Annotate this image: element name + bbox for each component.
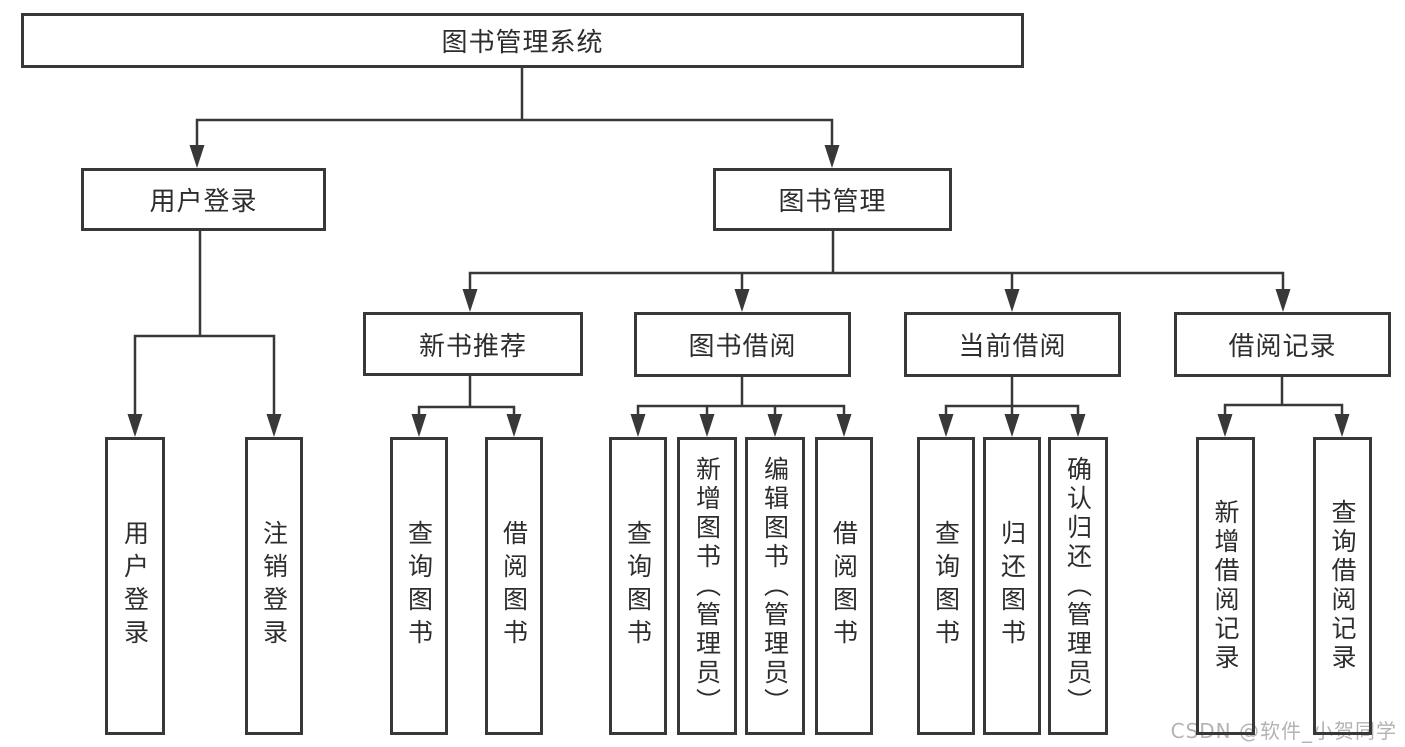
connector-user-login [133, 231, 276, 433]
leaf-login-user-login: 用户登录 [105, 437, 165, 735]
arrowhead [1275, 289, 1291, 312]
arrowhead [836, 414, 852, 437]
connector-book-borrowing [636, 377, 846, 433]
leaf-label: 查询图书 [404, 520, 434, 652]
node-book-borrowing: 图书借阅 [634, 312, 851, 377]
leaf-borrowing-add-book-admin: 新增图书（管理员） [677, 437, 737, 735]
arrowhead [938, 414, 954, 437]
node-library-management-system: 图书管理系统 [21, 13, 1024, 68]
leaf-label: 借阅图书 [829, 520, 859, 652]
arrowhead [767, 414, 783, 437]
arrowhead [1004, 289, 1020, 312]
arrowhead [699, 414, 715, 437]
arrowhead [462, 289, 478, 312]
connector-root [195, 68, 834, 164]
connector-borrowing-records [1223, 377, 1344, 433]
leaf-recommend-borrow-book: 借阅图书 [485, 437, 543, 735]
arrowhead [1334, 414, 1350, 437]
leaf-label: 确认归还（管理员） [1063, 455, 1093, 717]
leaf-current-confirm-return-admin: 确认归还（管理员） [1048, 437, 1108, 735]
arrowhead [411, 414, 427, 437]
watermark: CSDN @软件_小贺同学 [1170, 719, 1397, 743]
node-current-borrowing: 当前借阅 [904, 312, 1121, 377]
arrowhead [266, 414, 282, 437]
node-book-management: 图书管理 [713, 168, 952, 231]
arrowhead [1217, 414, 1233, 437]
leaf-current-query-book: 查询图书 [917, 437, 975, 735]
leaf-records-add-record: 新增借阅记录 [1196, 437, 1255, 735]
leaf-label: 编辑图书（管理员） [760, 455, 790, 717]
arrowhead [127, 414, 143, 437]
arrowhead [630, 414, 646, 437]
leaf-recommend-query-book: 查询图书 [390, 437, 448, 735]
leaf-label: 用户登录 [120, 520, 150, 652]
connector-new-book-recommendation [417, 376, 516, 433]
leaf-label: 归还图书 [997, 520, 1027, 652]
leaf-borrowing-edit-book-admin: 编辑图书（管理员） [745, 437, 805, 735]
node-new-book-recommendation: 新书推荐 [363, 312, 583, 376]
arrowhead [1004, 414, 1020, 437]
leaf-label: 借阅图书 [499, 520, 529, 652]
leaf-label: 查询借阅记录 [1328, 499, 1357, 673]
leaf-label: 查询图书 [623, 520, 653, 652]
node-user-login: 用户登录 [81, 168, 326, 231]
arrowhead [1070, 414, 1086, 437]
leaf-borrowing-query-book: 查询图书 [609, 437, 667, 735]
leaf-current-return-book: 归还图书 [983, 437, 1041, 735]
leaf-label: 新增借阅记录 [1211, 499, 1240, 673]
arrowhead [734, 289, 750, 312]
connector-book-management [468, 231, 1285, 308]
leaf-label: 新增图书（管理员） [692, 455, 722, 717]
leaf-login-logout: 注销登录 [245, 437, 303, 735]
leaf-label: 注销登录 [259, 520, 289, 652]
node-borrowing-records: 借阅记录 [1174, 312, 1391, 377]
arrowhead [506, 414, 522, 437]
leaf-label: 查询图书 [931, 520, 961, 652]
leaf-records-query-record: 查询借阅记录 [1313, 437, 1372, 735]
arrowhead [189, 145, 205, 168]
leaf-borrowing-borrow-book: 借阅图书 [815, 437, 873, 735]
arrowhead [824, 145, 840, 168]
